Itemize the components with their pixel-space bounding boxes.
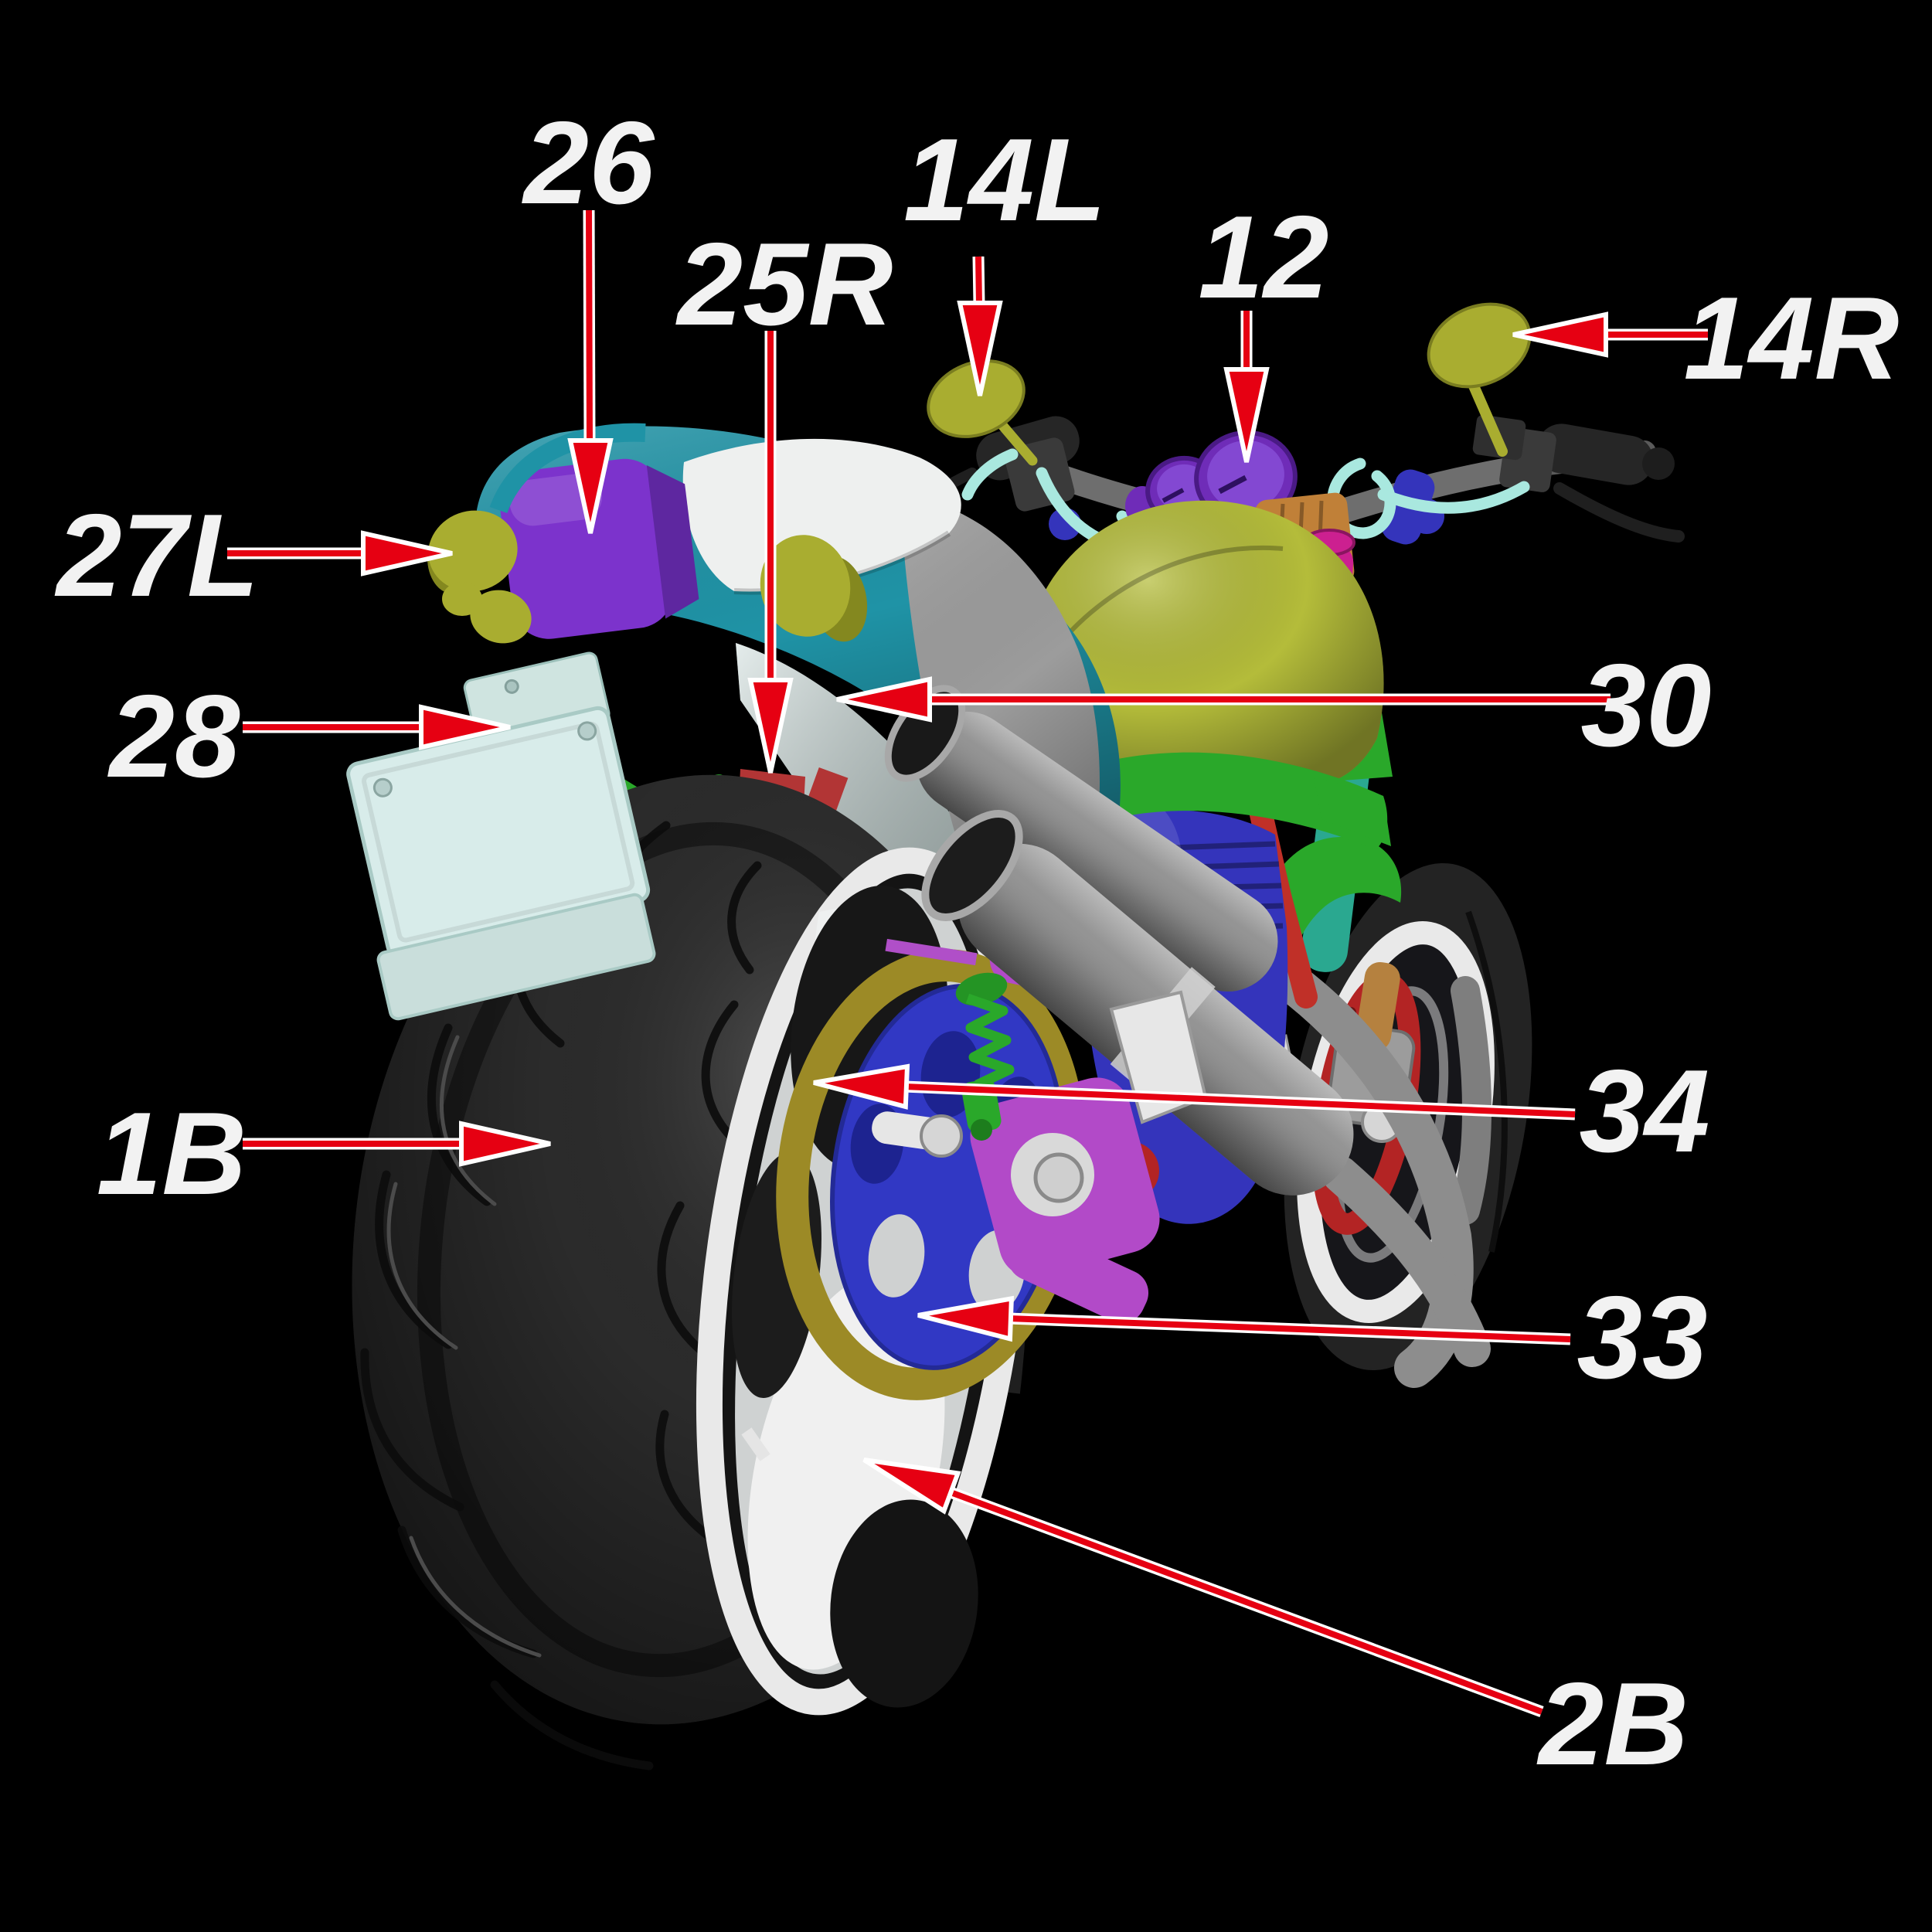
- gauge-needle-small: [1162, 488, 1185, 503]
- front-tire-tread: [1465, 910, 1508, 1253]
- label-30: 30: [1580, 640, 1711, 771]
- fuel-tank-shade: [1021, 500, 1384, 785]
- tire-tread-highlights: [386, 1035, 542, 1658]
- plate-screw-right: [577, 721, 597, 741]
- arrow-26: [567, 209, 614, 534]
- arrow-12: [1223, 311, 1270, 463]
- arrowhead: [862, 1458, 961, 1515]
- exhaust-mufflers: [884, 685, 1354, 1196]
- callout-arrows: [227, 209, 1708, 1718]
- tail-light-side: [646, 465, 699, 619]
- plate-tray: [376, 893, 656, 1021]
- label-12: 12: [1198, 192, 1328, 323]
- shock-bolt: [971, 1119, 992, 1141]
- label-27L: 27L: [54, 490, 259, 621]
- label-14R: 14R: [1684, 273, 1900, 404]
- tail-light: [500, 458, 699, 639]
- axle-nut: [920, 1114, 963, 1158]
- arrowhead: [567, 438, 614, 534]
- mirror-right: [1427, 302, 1532, 389]
- tail-light-body: [500, 458, 674, 639]
- turn-signal-left-lower: [442, 582, 532, 644]
- shock-spring: [965, 993, 1015, 1090]
- mirror-left-stalk: [996, 419, 1038, 466]
- arrow-25R: [747, 331, 794, 774]
- torque-rod: [885, 938, 978, 966]
- plate-screw-left: [372, 777, 393, 798]
- swingarm-axle-hex: [1033, 1152, 1084, 1203]
- muffler-upper-opening: [884, 685, 966, 782]
- seat: [682, 438, 961, 592]
- muffler-lower-opening: [921, 810, 1023, 921]
- label-25R: 25R: [675, 219, 893, 350]
- arrowhead: [1223, 367, 1270, 463]
- drivetrain: [776, 929, 1167, 1400]
- arrow-14L: [957, 256, 1003, 396]
- label-14L: 14L: [903, 114, 1106, 246]
- arrowhead: [836, 676, 932, 723]
- muffler-upper-shade: [916, 711, 1278, 992]
- grip-right: [1536, 423, 1654, 485]
- turn-signal-right: [760, 535, 868, 642]
- label-1B: 1B: [97, 1088, 247, 1219]
- label-2B: 2B: [1536, 1658, 1689, 1790]
- mirror-right-stalk: [1464, 372, 1508, 457]
- bracket-screw: [504, 679, 519, 694]
- license-plate-bevel: [362, 721, 635, 943]
- gauge-needle-big: [1218, 474, 1247, 495]
- gauge-big-face: [1207, 440, 1284, 511]
- arrow-1B: [243, 1121, 551, 1167]
- tail-cowl-rim: [489, 423, 646, 514]
- callout-labels: 26 25R 14L 12 14R 27L 28 30 1B 34 33 2B: [54, 97, 1899, 1790]
- arrowhead: [419, 704, 511, 750]
- arrowhead: [747, 678, 794, 774]
- arrow-28: [243, 704, 511, 750]
- side-panel-green: [1058, 752, 1391, 850]
- valve-stem: [741, 1427, 770, 1461]
- arrow-2B: [862, 1458, 1544, 1718]
- arrowhead: [361, 530, 453, 577]
- label-28: 28: [107, 671, 240, 802]
- arrowhead: [1512, 311, 1608, 358]
- swingarm-lower-arm: [1007, 1226, 1149, 1324]
- mirror-left: [927, 359, 1026, 438]
- arrow-27L: [227, 530, 453, 577]
- arrow-34: [813, 1063, 1576, 1121]
- turn-signal-left: [427, 510, 518, 594]
- brake-lever: [1553, 482, 1685, 543]
- arrow-33: [917, 1295, 1571, 1345]
- bar-end-right: [1642, 447, 1675, 480]
- arrowhead: [917, 1295, 1015, 1342]
- arrow-30: [836, 676, 1611, 723]
- label-33: 33: [1577, 1272, 1707, 1403]
- arrow-14R: [1512, 311, 1708, 358]
- label-26: 26: [521, 97, 655, 229]
- arrowhead: [813, 1063, 910, 1110]
- arrowhead: [459, 1121, 551, 1167]
- label-34: 34: [1579, 1046, 1709, 1177]
- turn-signal-right-lens: [760, 535, 851, 637]
- arrowhead: [957, 301, 1003, 396]
- turn-signal-left-lens: [428, 510, 518, 592]
